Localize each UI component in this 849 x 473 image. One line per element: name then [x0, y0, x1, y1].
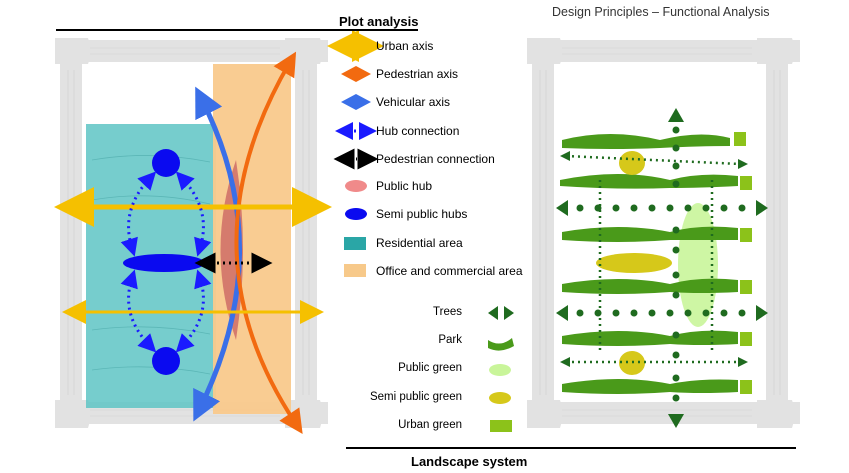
bottom-rule	[346, 447, 796, 449]
legend-label-urban-axis: Urban axis	[376, 39, 434, 53]
top-rule-left	[56, 29, 418, 31]
semi-public-hub-icon	[345, 208, 367, 220]
legend-label-residential-area: Residential area	[376, 236, 463, 250]
urban-green-blocks	[734, 132, 752, 394]
vehicular-axis-icon	[341, 94, 371, 110]
legend-label-office-commercial: Office and commercial area	[376, 264, 523, 278]
legend-label-park: Park	[438, 334, 462, 346]
plot-analysis-title: Plot analysis	[339, 14, 419, 29]
legend-label-pedestrian-axis: Pedestrian axis	[376, 67, 459, 81]
public-green-icon	[489, 364, 511, 376]
semi-public-green	[596, 253, 672, 273]
pedestrian-axis	[234, 51, 303, 434]
legend-label-public-hub: Public hub	[376, 179, 433, 193]
legend-label-hub-connection: Hub connection	[376, 124, 460, 138]
legend-label-public-green: Public green	[398, 362, 462, 374]
urban-green-icon	[490, 420, 512, 432]
trees-icon	[488, 306, 514, 320]
legend-label-semi-public-green: Semi public green	[369, 391, 462, 403]
residential-area-icon	[344, 237, 366, 250]
hub-connections	[120, 171, 212, 353]
park-bands	[560, 134, 738, 394]
vehicular-axis	[193, 86, 242, 422]
pedestrian-axis-icon	[341, 66, 371, 82]
legend-label-semi-public-hubs: Semi public hubs	[376, 207, 468, 221]
legend-label-urban-green: Urban green	[398, 419, 462, 431]
park-icon	[488, 338, 514, 351]
landscape-system-title: Landscape system	[411, 454, 528, 469]
semi-public-hub	[152, 347, 180, 375]
legend-label-trees: Trees	[433, 306, 462, 318]
semi-public-green-icon	[489, 392, 511, 404]
legend-label-vehicular-axis: Vehicular axis	[376, 95, 451, 109]
semi-public-hub	[152, 149, 180, 177]
street-grid-right	[527, 38, 800, 428]
public-hub-icon	[345, 180, 367, 192]
semi-public-green	[619, 151, 645, 175]
design-principles-title: Design Principles – Functional Analysis	[552, 5, 770, 19]
legend-label-pedestrian-connection: Pedestrian connection	[376, 152, 495, 166]
semi-public-hub	[123, 254, 205, 272]
office-area-icon	[344, 264, 366, 277]
